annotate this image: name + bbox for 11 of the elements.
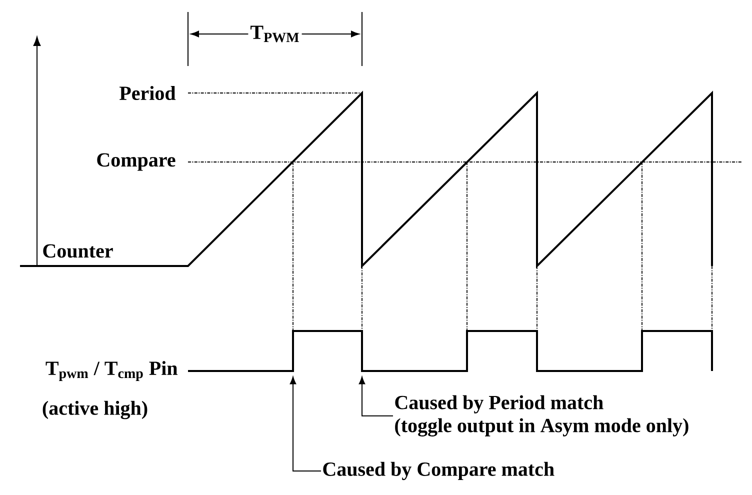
pwm-waveform <box>188 330 713 372</box>
callout-text: Caused by Compare match <box>323 462 554 480</box>
axis-label: Counter <box>43 244 113 258</box>
signal-label: (active high) <box>42 400 148 420</box>
signal-label: T$_{pwm}$ / T$_{cmp}$ Pin <box>46 361 178 381</box>
leader-line <box>290 376 322 472</box>
level-label: Compare <box>97 153 176 171</box>
leader-line <box>358 376 394 416</box>
dimension-label: T$_{PWM}$ <box>248 24 302 44</box>
level-label: Period <box>120 86 176 100</box>
callout-text: Caused by Period match (toggle output in Asym mode only) <box>395 395 688 436</box>
